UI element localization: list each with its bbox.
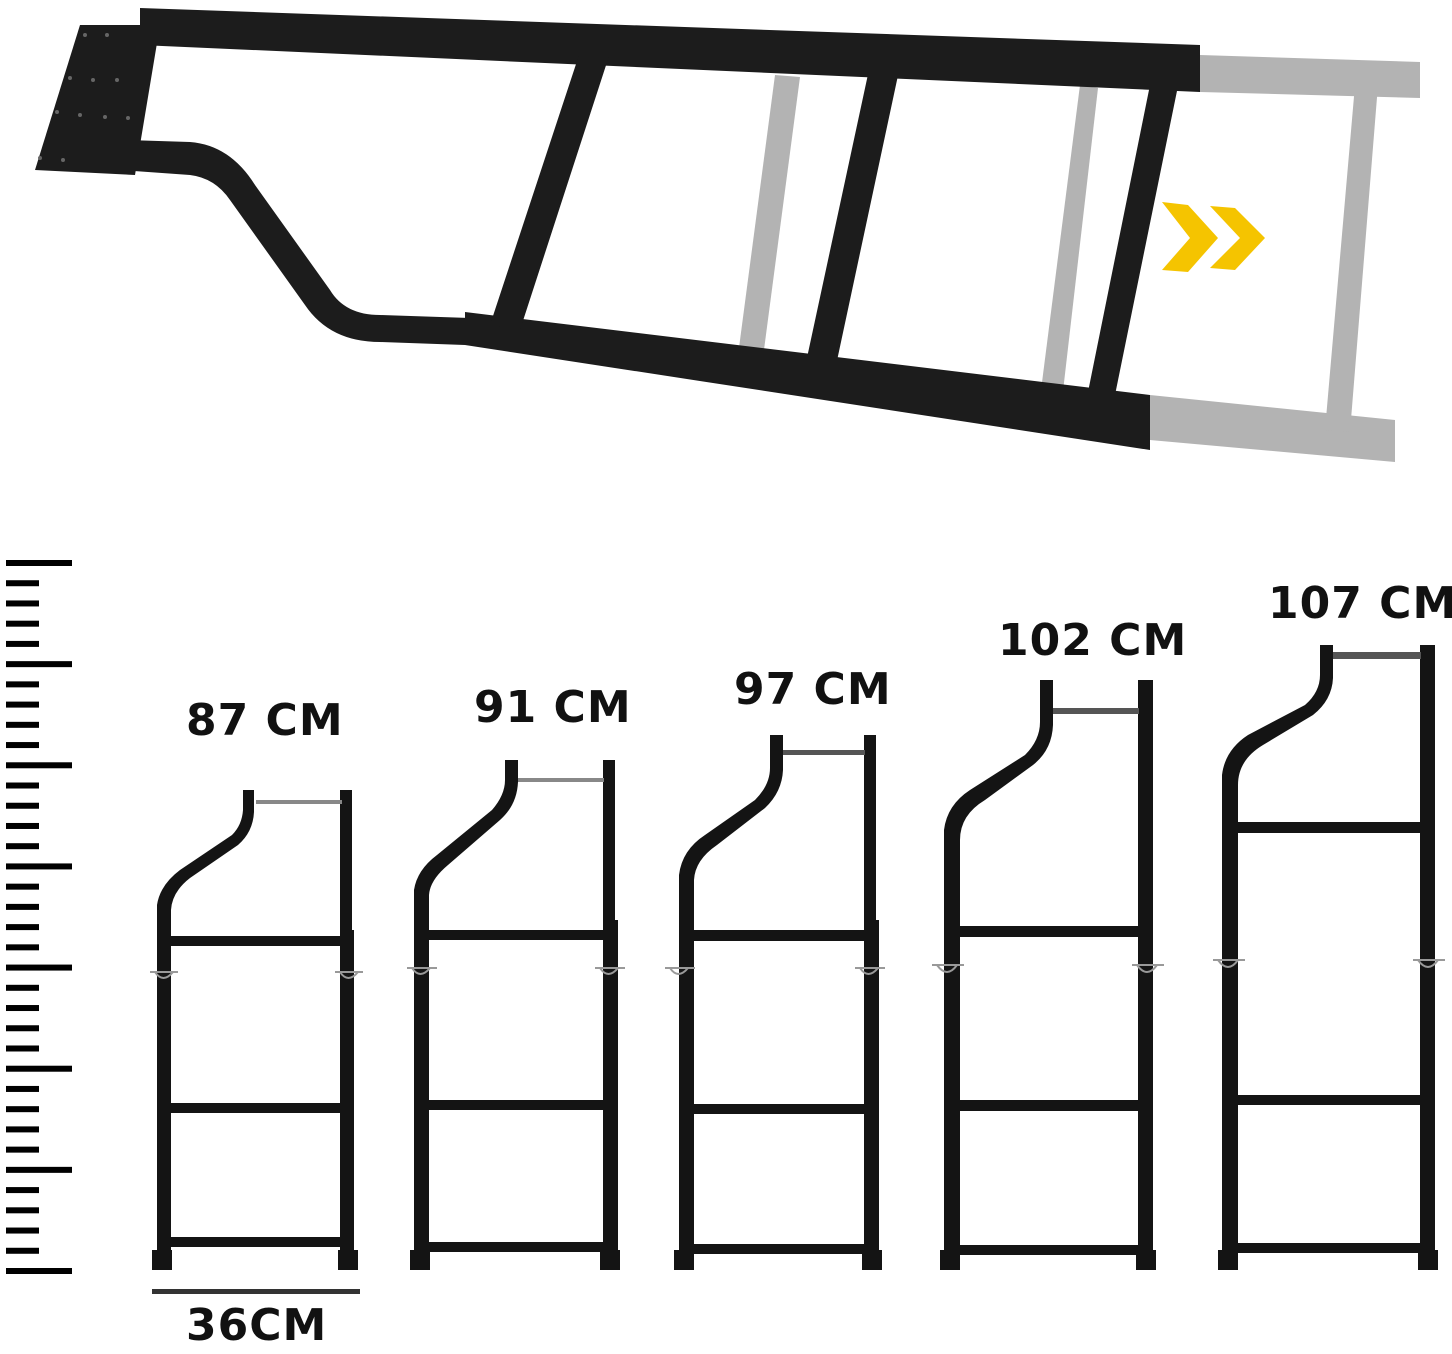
ladder-height-label-5: 107 CM (1268, 578, 1452, 629)
ladder-107cm (1218, 645, 1438, 1270)
ladder-91cm (410, 760, 620, 1270)
ghost-extension (735, 55, 1420, 462)
width-dimension-line (152, 1289, 360, 1294)
ladder-height-label-2: 91 CM (474, 682, 632, 733)
hero-ladder-illustration (35, 8, 1420, 462)
double-chevron-right-icon (1162, 202, 1265, 272)
ladder-102cm (940, 680, 1156, 1270)
mount-plate (35, 25, 160, 175)
ladder-height-label-4: 102 CM (998, 615, 1188, 666)
ladder-height-label-1: 87 CM (186, 695, 344, 746)
ladder-97cm (674, 735, 882, 1270)
black-frame (35, 8, 1200, 450)
ruler (6, 560, 72, 1274)
ladder-87cm (152, 790, 358, 1270)
width-label: 36CM (186, 1300, 328, 1351)
ladder-height-label-3: 97 CM (734, 664, 892, 715)
